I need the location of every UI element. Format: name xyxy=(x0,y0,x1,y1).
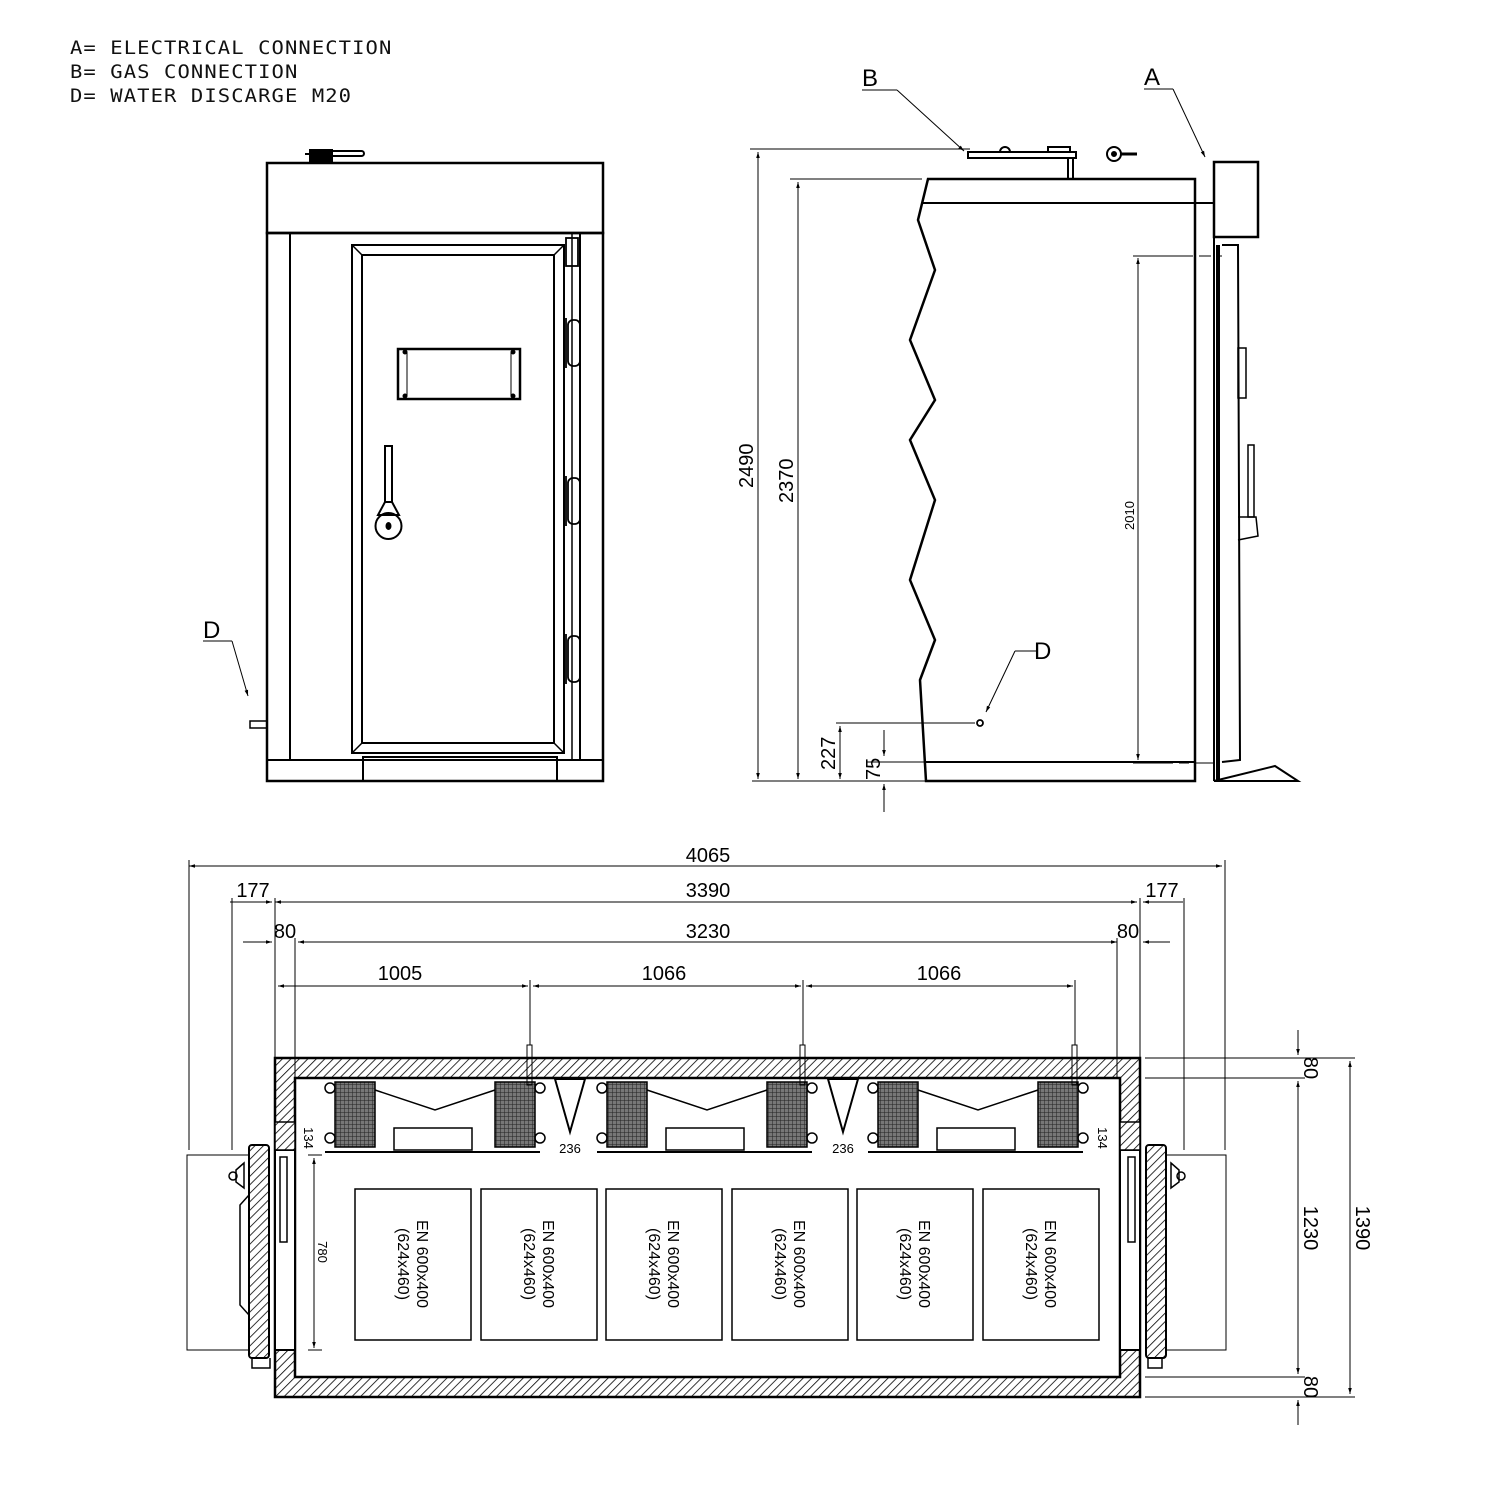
front-drain-pipe xyxy=(249,720,268,729)
front-canopy xyxy=(265,161,605,235)
dim-evap-depth-left: 134 xyxy=(301,1127,316,1149)
tray-6-size: EN 600x400 xyxy=(1041,1220,1058,1308)
tray-6 xyxy=(982,1188,1100,1341)
tray-labels: EN 600x400 (624x460) EN 600x400 (624x460… xyxy=(394,1220,1058,1308)
left-door-leaf xyxy=(186,1144,288,1369)
dim-overall-height: 2490 xyxy=(736,444,758,489)
gas-pipe-icon xyxy=(967,146,1137,178)
electrical-box xyxy=(1212,160,1260,239)
side-callout-b: B xyxy=(862,65,878,92)
tray-3-size: EN 600x400 xyxy=(664,1220,681,1308)
dim-wall-right: 80 xyxy=(1117,921,1139,943)
legend: A= ELECTRICAL CONNECTION B= GAS CONNECTI… xyxy=(70,36,392,108)
front-door xyxy=(351,244,565,754)
dim-deflector-2: 236 xyxy=(832,1141,854,1156)
dim-base-height: 75 xyxy=(863,758,885,780)
dim-side-clear-left: 177 xyxy=(236,880,269,902)
tray-4-size: EN 600x400 xyxy=(790,1220,807,1308)
tray-1 xyxy=(354,1188,472,1341)
tray-group xyxy=(354,1188,1100,1341)
dim-side-clear-right: 177 xyxy=(1145,880,1178,902)
legend-item-gas: B= GAS CONNECTION xyxy=(70,61,299,83)
tray-4-dims: (624x460) xyxy=(771,1228,788,1300)
tray-2 xyxy=(480,1188,598,1341)
dim-wall-left: 80 xyxy=(274,921,296,943)
evaporator-unit-2 xyxy=(596,1081,818,1153)
tray-5-size: EN 600x400 xyxy=(915,1220,932,1308)
door-window xyxy=(396,347,522,401)
tray-4 xyxy=(731,1188,849,1341)
dim-bay-3: 1066 xyxy=(917,963,962,985)
tray-3 xyxy=(605,1188,723,1341)
dim-bay-1: 1005 xyxy=(378,963,423,985)
side-drain-icon xyxy=(976,719,984,727)
dim-evap-depth-right: 134 xyxy=(1095,1127,1110,1149)
dim-overall-depth: 1390 xyxy=(1351,1206,1373,1251)
legend-item-electrical: A= ELECTRICAL CONNECTION xyxy=(70,37,393,59)
dim-door-width: 780 xyxy=(315,1241,330,1263)
side-view xyxy=(750,88,1302,812)
dim-overall-width: 4065 xyxy=(686,845,731,867)
deflector-2 xyxy=(826,1078,860,1136)
front-body xyxy=(265,231,605,783)
tray-6-dims: (624x460) xyxy=(1022,1228,1039,1300)
side-callout-a: A xyxy=(1144,64,1160,91)
dim-deflector-1: 236 xyxy=(559,1141,581,1156)
tray-1-size: EN 600x400 xyxy=(413,1220,430,1308)
dim-inner-width: 3230 xyxy=(686,921,731,943)
legend-item-water: D= WATER DISCARGE M20 xyxy=(70,85,353,107)
tray-2-dims: (624x460) xyxy=(520,1228,537,1300)
tray-3-dims: (624x460) xyxy=(645,1228,662,1300)
evaporator-unit-1 xyxy=(324,1081,546,1153)
dim-inner-depth: 1230 xyxy=(1299,1206,1321,1251)
dim-body-height: 2370 xyxy=(776,459,798,504)
evaporator-unit-3 xyxy=(867,1081,1089,1153)
tray-5-dims: (624x460) xyxy=(896,1228,913,1300)
tray-1-dims: (624x460) xyxy=(394,1228,411,1300)
dim-body-width: 3390 xyxy=(686,880,731,902)
door-hinges xyxy=(565,237,581,684)
front-view xyxy=(203,149,605,783)
tray-2-size: EN 600x400 xyxy=(539,1220,556,1308)
dim-drain-height: 227 xyxy=(818,737,840,770)
gas-valve-icon xyxy=(305,149,365,164)
dim-bay-2: 1066 xyxy=(642,963,687,985)
tray-5 xyxy=(856,1188,974,1341)
front-callout-d: D xyxy=(203,617,220,644)
plan-view xyxy=(186,860,1355,1425)
dim-wall-bottom: 80 xyxy=(1299,1376,1321,1398)
door-handle-icon xyxy=(374,445,403,540)
dim-wall-top: 80 xyxy=(1299,1057,1321,1079)
dim-door-height: 2010 xyxy=(1122,501,1137,530)
side-callout-d: D xyxy=(1034,638,1051,665)
deflector-1 xyxy=(553,1078,587,1136)
right-door-leaf xyxy=(1127,1144,1227,1369)
